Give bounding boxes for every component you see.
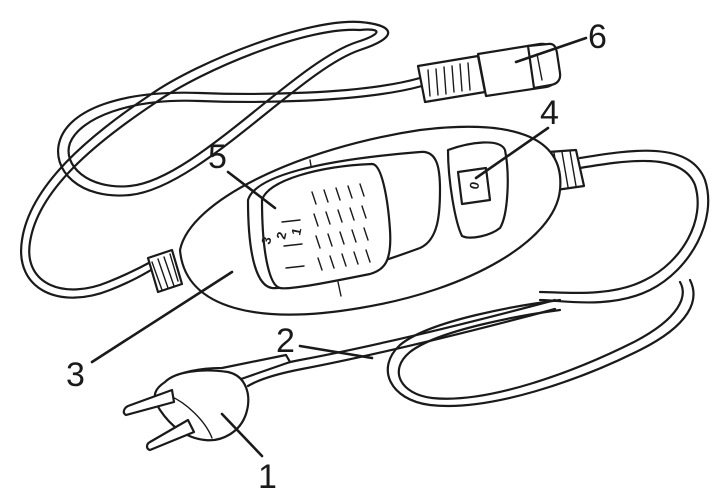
dial-level-3: 3	[258, 235, 274, 245]
power-switch: 0	[446, 141, 509, 239]
dial-ridges	[281, 183, 371, 271]
mains-plug	[122, 353, 292, 452]
callout-5: 5	[208, 138, 227, 176]
leader-4	[474, 126, 550, 180]
appliance-connector	[416, 42, 562, 104]
dial-level-2: 2	[273, 230, 289, 240]
leader-3	[90, 270, 234, 364]
dial-level-1: 1	[288, 226, 304, 236]
callout-6: 6	[588, 18, 607, 56]
callout-1: 1	[258, 458, 277, 496]
switch-off-label: 0	[466, 180, 482, 190]
heat-dial-window: 1 2 3	[246, 150, 442, 290]
leader-6	[514, 36, 588, 64]
callout-2: 2	[276, 322, 295, 360]
right-cable	[386, 149, 710, 407]
callout-4: 4	[540, 94, 559, 132]
upper-cable	[19, 20, 424, 299]
callout-3: 3	[66, 356, 85, 394]
leader-2	[298, 344, 374, 360]
leader-1	[220, 412, 264, 458]
leader-5	[226, 170, 277, 210]
